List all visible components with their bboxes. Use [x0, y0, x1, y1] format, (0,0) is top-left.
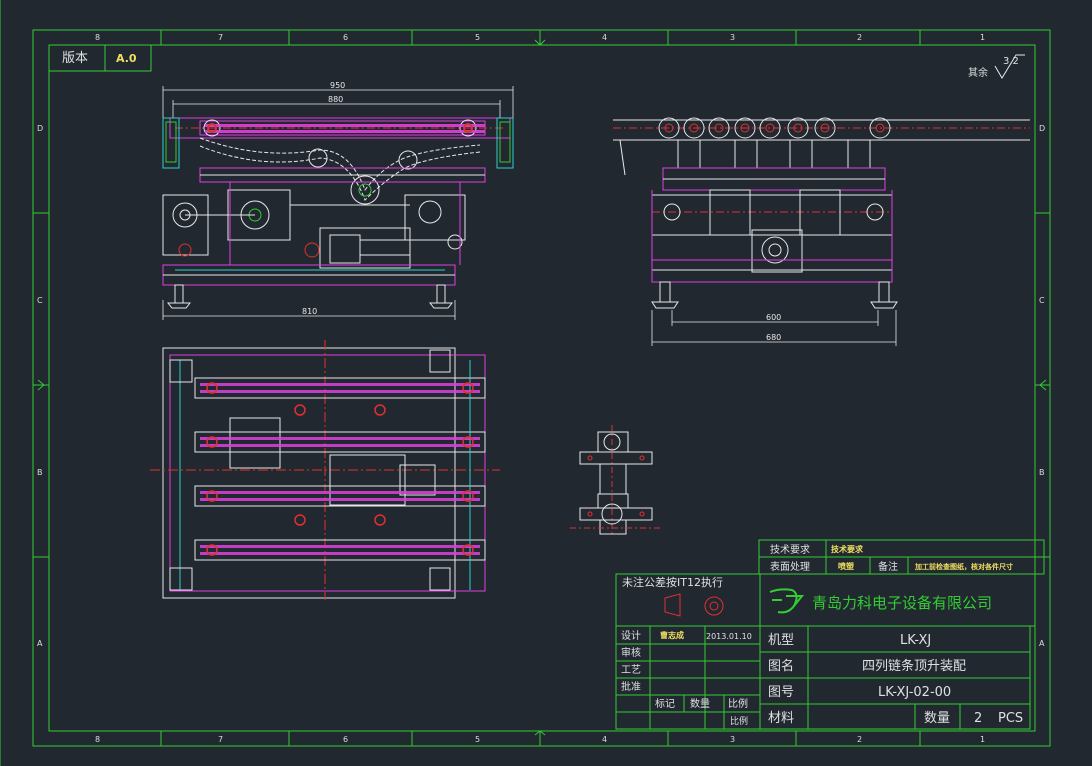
- material-label: 材料: [768, 711, 794, 726]
- zone-left-b: B: [37, 468, 43, 477]
- zone-bottom-5: 5: [475, 735, 480, 744]
- zone-bottom-6: 6: [343, 735, 348, 744]
- zone-bottom-1: 1: [980, 735, 985, 744]
- zone-left-a: A: [37, 639, 43, 648]
- remark-value: 加工前检查图纸，核对各件尺寸: [914, 562, 1013, 571]
- machine-value: LK-XJ: [900, 633, 931, 648]
- roughness-symbol: 其余 3.2: [968, 54, 1025, 79]
- detail-view: [570, 425, 660, 535]
- drawing-no-value: LK-XJ-02-00: [878, 685, 951, 700]
- zone-bottom-8: 8: [95, 735, 100, 744]
- zone-bottom-2: 2: [857, 735, 862, 744]
- machine-label: 机型: [768, 633, 794, 648]
- tolerance-note: 未注公差按IT12执行: [622, 575, 723, 589]
- zone-right-b: B: [1039, 468, 1045, 477]
- zone-bottom-7: 7: [218, 735, 223, 744]
- quantity-label: 数量: [924, 711, 950, 726]
- zone-top-3: 3: [730, 33, 735, 42]
- company-name: 青岛力科电子设备有限公司: [812, 594, 992, 612]
- drawing-frame: [0, 0, 1051, 766]
- dim-680: 680: [766, 333, 781, 342]
- dim-880: 880: [328, 95, 343, 104]
- design-label: 设计: [621, 629, 641, 642]
- designer-name: 曹志成: [660, 630, 684, 640]
- check-label: 审核: [621, 646, 641, 659]
- zone-bottom-4: 4: [602, 735, 607, 744]
- surface-value: 喷塑: [838, 561, 854, 571]
- ratio-label: 比例: [730, 715, 748, 727]
- zone-top-4: 4: [602, 33, 607, 42]
- zone-right-d: D: [1039, 124, 1045, 133]
- side-view: 600 680: [613, 117, 1030, 346]
- revision-box: 版本 A.0: [48, 44, 152, 72]
- roughness-label: 其余: [968, 66, 988, 79]
- zone-right-c: C: [1039, 296, 1045, 305]
- zone-top-1: 1: [980, 33, 985, 42]
- quantity-value: 2: [974, 711, 982, 726]
- zone-right-a: A: [1039, 639, 1045, 648]
- design-date: 2013.01.10: [706, 632, 752, 641]
- tech-req-label: 技术要求: [770, 543, 810, 556]
- surface-label: 表面处理: [770, 560, 810, 573]
- zone-top-7: 7: [218, 33, 223, 42]
- quantity-unit: PCS: [998, 711, 1023, 726]
- zone-top-8: 8: [95, 33, 100, 42]
- approve-label: 批准: [621, 680, 641, 693]
- roughness-value: 3.2: [1003, 56, 1019, 67]
- top-view: [150, 340, 500, 600]
- revision-value: A.0: [116, 52, 137, 65]
- title-block: 技术要求 技术要求 表面处理 喷塑 备注 加工前检查图纸，核对各件尺寸 未注公差…: [615, 539, 1045, 730]
- drawing-name-value: 四列链条顶升装配: [862, 658, 966, 674]
- dim-950: 950: [330, 81, 345, 90]
- front-view: 950 880 810: [162, 81, 514, 320]
- dim-600: 600: [766, 313, 781, 322]
- zone-top-5: 5: [475, 33, 480, 42]
- tech-req-value: 技术要求: [831, 544, 864, 554]
- zone-labels: 8 7 6 5 4 3 2 1 8 7 6 5 4 3 2 1 D C B A …: [37, 33, 1045, 744]
- scale-label: 比例: [728, 697, 748, 710]
- zone-ticks: [33, 30, 1050, 746]
- company-logo: [769, 588, 805, 614]
- zone-top-2: 2: [857, 33, 862, 42]
- zone-bottom-3: 3: [730, 735, 735, 744]
- process-label: 工艺: [621, 664, 641, 676]
- remark-label: 备注: [878, 560, 898, 573]
- drawing-name-label: 图名: [768, 658, 794, 674]
- count-label: 数量: [690, 697, 710, 710]
- zone-left-c: C: [37, 296, 43, 305]
- drawing-no-label: 图号: [768, 685, 794, 700]
- zone-left-d: D: [37, 124, 43, 133]
- dim-810: 810: [302, 307, 317, 316]
- mark-label: 标记: [655, 698, 675, 710]
- revision-label: 版本: [62, 51, 88, 66]
- zone-top-6: 6: [343, 33, 348, 42]
